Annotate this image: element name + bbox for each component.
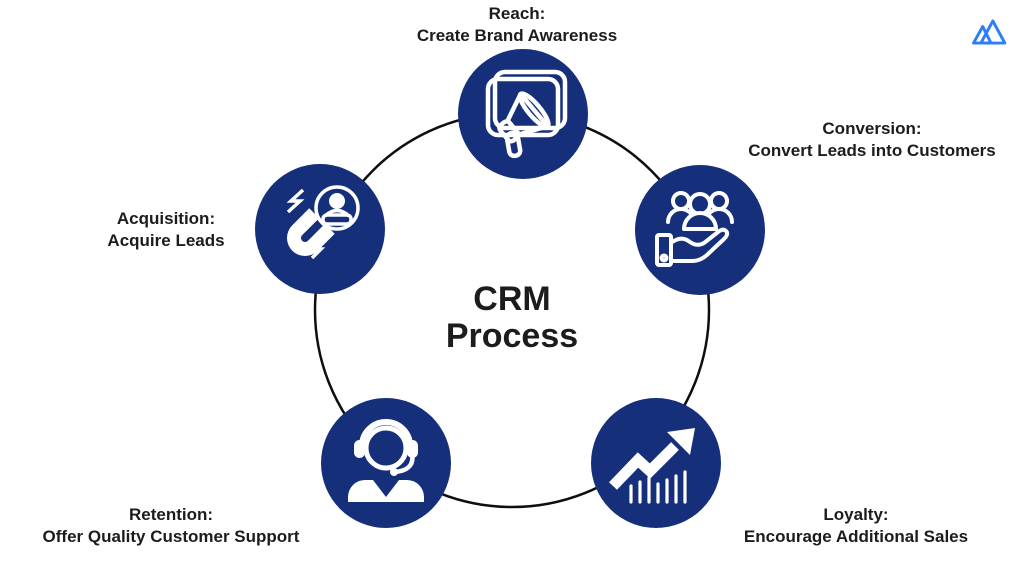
stage-label-conversion: Conversion: Convert Leads into Customers <box>748 118 996 162</box>
stage-label-retention: Retention: Offer Quality Customer Suppor… <box>43 504 300 548</box>
stage-name: Retention: <box>128 505 214 524</box>
stage-detail: Acquire Leads <box>107 231 225 250</box>
megaphone-billboard-icon <box>485 69 568 159</box>
stage-detail: Create Brand Awareness <box>416 26 618 45</box>
stage-node-retention <box>321 398 451 528</box>
stage-node-reach <box>458 49 588 179</box>
diagram-title-line1: CRM <box>473 280 551 318</box>
stage-name: Loyalty: <box>823 505 889 524</box>
stage-node-loyalty <box>591 398 721 528</box>
support-agent-headset-icon <box>348 419 424 502</box>
growth-arrow-icon <box>609 428 695 504</box>
stage-label-loyalty: Loyalty: Encourage Additional Sales <box>744 504 968 548</box>
stage-node-conversion <box>635 165 765 295</box>
stage-label-reach: Reach: Create Brand Awareness <box>417 3 617 47</box>
stage-detail: Convert Leads into Customers <box>748 141 996 160</box>
stage-label-acquisition: Acquisition: Acquire Leads <box>107 208 224 252</box>
stage-node-acquisition <box>255 164 385 294</box>
diagram-title: CRM Process <box>446 281 578 355</box>
stage-name: Conversion: <box>822 119 922 138</box>
stage-detail: Encourage Additional Sales <box>743 527 969 546</box>
diagram-title-line2: Process <box>445 317 579 355</box>
stage-name: Acquisition: <box>116 209 216 228</box>
stage-name: Reach: <box>488 4 546 23</box>
stage-detail: Offer Quality Customer Support <box>42 527 300 546</box>
mountain-logo <box>972 19 1007 45</box>
hand-holding-customers-icon <box>655 191 734 267</box>
magnet-lead-icon <box>286 185 360 260</box>
